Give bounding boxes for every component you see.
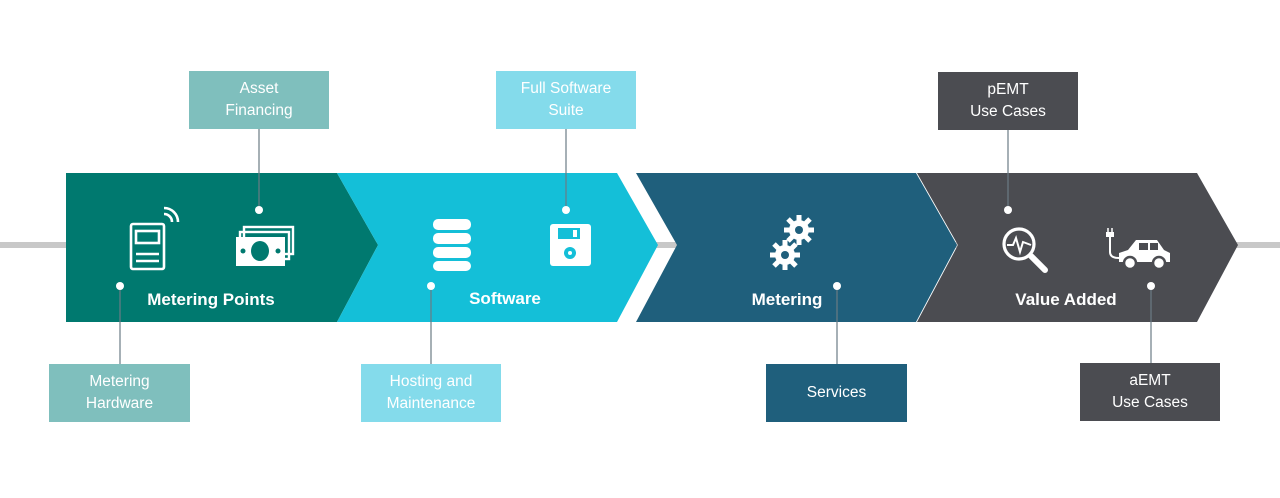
stage-label-metering-points: Metering Points (147, 290, 275, 309)
database-icon (433, 219, 471, 271)
full-software-suite-box: Full Software Suite (496, 71, 636, 129)
stage-value-added-chevron (917, 173, 1238, 322)
metering-hardware-box: Metering Hardware (49, 364, 190, 422)
pemt-use-cases-box: pEMT Use Cases (938, 72, 1078, 130)
services-box: Services (766, 364, 907, 422)
gears-icon (770, 215, 814, 270)
connector-pemt (1004, 130, 1012, 214)
stage-label-metering: Metering (752, 290, 823, 309)
cash-stack-icon (236, 225, 295, 266)
connector-asset-financing (255, 129, 263, 214)
stage-software-chevron (337, 173, 658, 322)
connector-hosting-maintenance (427, 282, 435, 364)
stage-label-software: Software (469, 289, 541, 308)
connector-metering-hardware (116, 282, 124, 364)
hosting-maintenance-box: Hosting and Maintenance (361, 364, 501, 422)
connector-services (833, 282, 841, 364)
magnifier-pulse-icon (1002, 227, 1048, 273)
asset-financing-box: Asset Financing (189, 71, 329, 129)
floppy-disk-icon (550, 224, 591, 266)
aemt-use-cases-box: aEMT Use Cases (1080, 363, 1220, 421)
connector-full-software-suite (562, 129, 570, 214)
smart-meter-icon (129, 206, 180, 271)
stage-metering-chevron (636, 173, 957, 322)
electric-car-icon (1106, 228, 1170, 271)
stage-label-value-added: Value Added (1015, 290, 1116, 309)
stage-metering-points-chevron (66, 173, 378, 322)
connector-aemt (1147, 282, 1155, 363)
